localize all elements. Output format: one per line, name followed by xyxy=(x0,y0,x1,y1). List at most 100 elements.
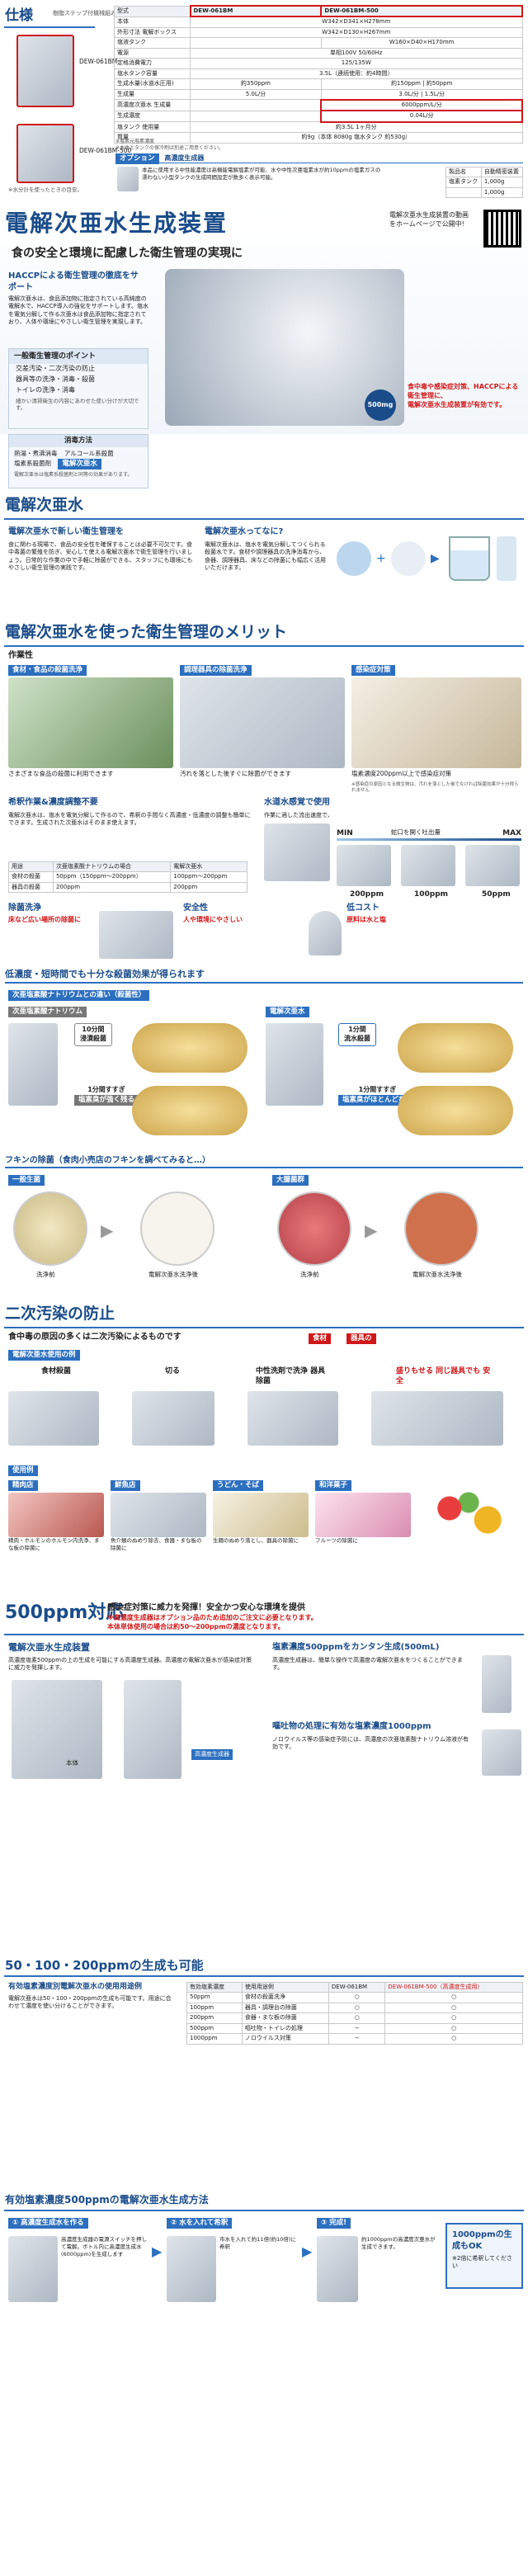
device-image-1 xyxy=(16,35,74,107)
ppm-cell: 50ppm xyxy=(186,1992,243,2003)
spec-cell: 塩液タンク xyxy=(114,37,191,49)
spec-section: 仕様 樹脂ステップ付機械組み DEW-061BM DEW-061BM-500 ※… xyxy=(0,0,528,199)
max-label: MAX xyxy=(502,829,521,837)
spec-cell: 塩水タンク容量 xyxy=(114,68,191,80)
ppm-cell: ○ xyxy=(384,2033,523,2045)
model1-label: DEW-061BM xyxy=(79,58,118,65)
spec-note: ※本体とタンクの保冷剤は別途ご用意ください。 xyxy=(116,145,224,151)
sec4-title: 二次汚染の防止 xyxy=(5,1305,116,1323)
spec-note: ※塩素元塩素濃度 xyxy=(116,139,155,144)
qr-code[interactable] xyxy=(483,210,521,248)
floor-image xyxy=(99,911,173,959)
dil-cell: 次亜塩素酸ナトリウムの場合 xyxy=(52,861,172,873)
dil-cell: 電解次亜水 xyxy=(170,861,248,873)
dil-text: 電解次亜水は、塩水を電気分解して作るので、希釈の手間なく高濃度・低濃度の調整も簡… xyxy=(8,812,251,827)
ppm-cell: ○ xyxy=(328,2002,386,2014)
ppm-cell: ○ xyxy=(384,2022,523,2035)
dis-title: 嘔吐物の処理に有効な塩素濃度1000ppm xyxy=(272,1722,431,1731)
ppm-cell: − xyxy=(328,2022,386,2035)
dis-text: ノロウイルス等の感染症予防には、高濃度の次亜塩素酸ナトリウム溶液が有効です。 xyxy=(272,1736,469,1751)
w3-caption: 塩素濃度200ppm以上で感染症対策 xyxy=(351,770,452,778)
spec-label: 樹脂ステップ付機械組み xyxy=(53,10,116,17)
petri-dish xyxy=(404,1191,478,1266)
spec-cell: 塩タンク 使用量 xyxy=(114,121,191,134)
spec-cell: 6000ppm/L/分 xyxy=(320,98,523,112)
ppm-cell: 食材の殺菌洗浄 xyxy=(241,1992,329,2003)
w3-image xyxy=(351,677,521,769)
spec-cell: W342×D130×H267mm xyxy=(190,26,523,39)
sec2-bar xyxy=(4,518,524,520)
spec-title: 仕様 xyxy=(5,7,33,24)
work-card-3: 感染症対策 塩素濃度200ppm以上で感染症対策 xyxy=(351,665,521,779)
sec7-bar xyxy=(4,2210,524,2211)
device-image-2 xyxy=(16,124,74,183)
level-image xyxy=(337,845,391,886)
spec-cell: 電源 xyxy=(114,47,191,59)
arrow-icon: ▶ xyxy=(431,552,440,565)
haccp-text: 電解次亜水は、食品添加物に指定されている高純度の電解水で、HACCP導入の強化を… xyxy=(8,295,148,326)
comp-left-time: 10分間浸漬殺菌 xyxy=(74,1023,112,1046)
use-card-image xyxy=(111,1493,206,1538)
use-item: 熱湯・煮沸消毒 xyxy=(14,450,58,458)
section4: 二次汚染の防止 食中毒の原因の多くは二次汚染によるものです 食材 器具の 電解次… xyxy=(0,1304,528,1592)
dil-cell: 200ppm xyxy=(52,881,172,894)
uses-note: 電解次亜水は塩素系殺菌剤と同等の効果があります。 xyxy=(14,472,133,479)
sec5-right-text: 高濃度生成器は、簡単な操作で高濃度の電解次亜水をつくることができます。 xyxy=(272,1657,463,1672)
w2-caption: 汚れを落とした後すぐに除菌ができます xyxy=(180,770,291,778)
ppm-cell: − xyxy=(328,2033,386,2045)
sec5-left-text: 高濃度塩素500ppmの上の生成を可能にする高濃度生成器。高濃度の電解次亜水が感… xyxy=(8,1657,252,1672)
sec4-subtitle: 食中毒の原因の多くは二次汚染によるものです xyxy=(8,1333,182,1342)
haccp-title: HACCPによる衛生管理の徹底をサポート xyxy=(8,271,139,292)
dil-cell: 器具の殺菌 xyxy=(8,881,54,894)
level-label: 200ppm xyxy=(350,890,384,899)
use-card-title: 和洋菓子 xyxy=(315,1480,352,1492)
section3: 電解次亜水を使った衛生管理のメリット 作業性 食材・食品の殺菌洗浄 さまざまな食… xyxy=(0,622,528,1435)
points-sub: 細かい清掃衛生の内容にあわせた使い分けが大切です。 xyxy=(16,397,139,412)
comp-right-label: 電解次亜水 xyxy=(266,1007,309,1018)
dil-cell: 食材の殺菌 xyxy=(8,871,54,883)
step-title: ① 高濃度生成水を作る xyxy=(8,2218,88,2229)
spec-cell: 生成水量(水道水圧用) xyxy=(114,78,191,90)
spec-cell: 定格消費電力 xyxy=(114,58,191,69)
arrow-icon: ▶ xyxy=(101,1220,114,1240)
ppm-head: 有効塩素濃度 xyxy=(186,1981,243,1993)
use-card: うどん・そば 生麺のぬめり落とし、器具の除菌に xyxy=(213,1480,309,1545)
ppm-note-box: 1000ppmの生成もOK ※2倍に希釈してください xyxy=(446,2223,523,2289)
use-card-image xyxy=(8,1493,104,1538)
spec-cell: 高濃度次亜水 生成量 xyxy=(114,99,191,111)
dish-label: 電解次亜水洗浄後 xyxy=(148,1271,198,1278)
flow: 食材殺菌 切る 中性洗剤で洗浄 器具除菌 盛りもせる 同じ器具でも 安全 xyxy=(8,1366,520,1449)
w2-title: 調理器具の除菌洗浄 xyxy=(180,665,252,677)
salt-icon xyxy=(391,541,426,576)
use-card: 鮮魚店 魚介類のぬめり除去、食器・まな板の除菌に xyxy=(111,1480,206,1552)
model2-label: DEW-061BM-500 xyxy=(79,147,132,154)
ppm-cell: 200ppm xyxy=(186,2012,243,2024)
use-card-text: 魚介類のぬめり除去、食器・まな板の除菌に xyxy=(111,1537,202,1552)
spec-cell: W342×D341×H278mm xyxy=(190,16,523,28)
spec-head: DEW-061BM-500 xyxy=(320,4,523,18)
sec5-red2: 本体単体使用の場合は約50〜200ppmの濃度となります。 xyxy=(107,1623,285,1630)
step-image xyxy=(317,2236,358,2302)
step-title: ② 水を入れて希釈 xyxy=(167,2218,233,2229)
level-image xyxy=(465,845,520,886)
use-title: 消毒方法 xyxy=(9,435,148,448)
spec-caption: ※水分計を使ったときの目安。 xyxy=(8,186,82,193)
flow-image xyxy=(371,1391,503,1446)
sec2-right-title: 電解次亜水ってなに? xyxy=(205,527,284,536)
ppm-head: DEW-061BM-500（高濃度生成用） xyxy=(384,1981,523,1993)
bottle-image xyxy=(8,1023,58,1106)
option-cell: 製品名 xyxy=(446,166,482,178)
sec5-right-title: 塩素濃度500ppmをカンタン生成(500mL) xyxy=(272,1643,440,1652)
dish-label: 洗浄前 xyxy=(36,1271,55,1278)
sec7-title: 有効塩素濃度500ppmの電解次亜水生成方法 xyxy=(5,2194,209,2206)
cleaning-image xyxy=(482,1729,521,1776)
comp-title: 次亜塩素酸ナトリウムとの違い（殺菌性） xyxy=(8,990,150,1002)
spec-cell: 3.5L（連続使用：約4時間） xyxy=(190,68,523,80)
qr-label: 電解次亜水生成装置の動画をホームページで公開中! xyxy=(389,211,469,228)
step-title: ③ 完成! xyxy=(317,2218,351,2229)
spec-cell: 本体 xyxy=(114,16,191,28)
germ2-label: 大腸菌群 xyxy=(272,1175,309,1187)
use-card-title: 精肉店 xyxy=(8,1480,38,1492)
spec-cell: 125/135W xyxy=(190,58,523,69)
